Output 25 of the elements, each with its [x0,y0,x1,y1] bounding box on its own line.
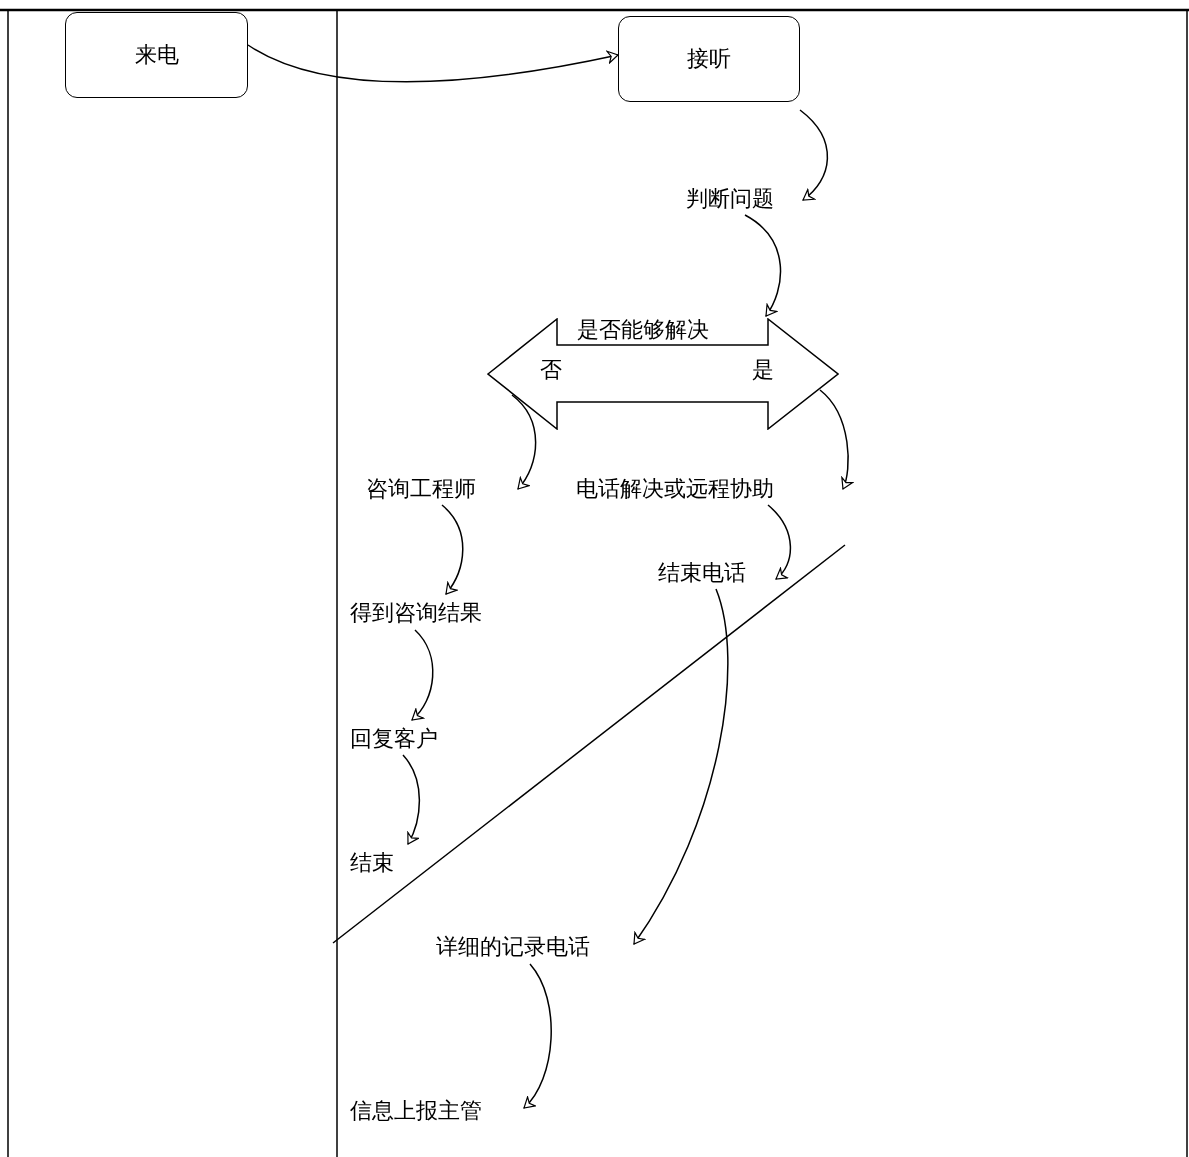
curved-arrow [441,504,464,595]
step-label: 判断问题 [686,184,802,214]
step-label: 得到咨询结果 [350,598,522,628]
step-label: 电话解决或远程协助 [576,474,842,504]
step-label: 结束电话 [658,558,774,588]
decision-heading: 是否能够解决 [577,316,709,344]
process-box: 接听 [618,16,800,102]
step-label: 结束 [350,848,410,878]
step-label: 咨询工程师 [366,474,516,504]
step-label: 信息上报主管 [350,1096,522,1126]
curved-arrow [247,44,619,83]
curved-arrow [744,214,782,317]
process-box: 来电 [65,12,248,98]
curved-arrow [819,389,853,490]
curved-arrow [799,109,829,201]
branch-label: 是 [752,356,774,384]
curved-arrow [511,394,537,490]
branch-label: 否 [540,356,562,384]
curved-arrow [411,629,434,721]
curved-arrow [523,963,552,1109]
curved-arrow [767,504,792,580]
curved-arrow [633,588,729,945]
step-label: 回复客户 [350,724,466,754]
step-label: 详细的记录电话 [436,932,632,962]
curved-arrow [402,754,421,845]
